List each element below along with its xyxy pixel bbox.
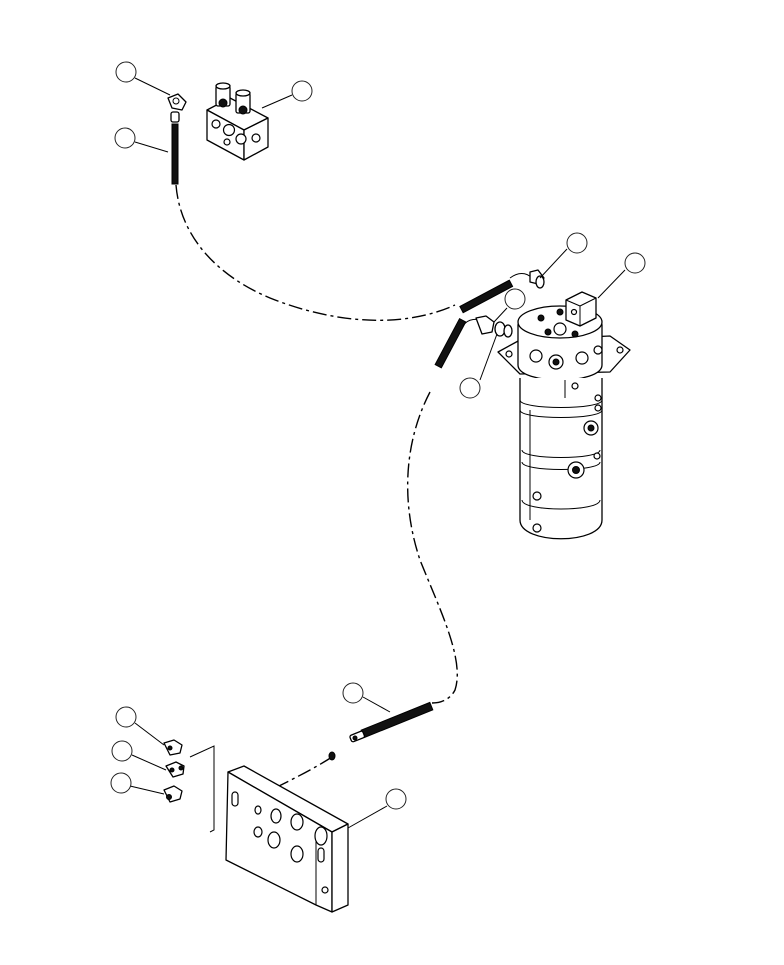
callout-6: [504, 288, 526, 310]
mounting-plate: [225, 765, 349, 913]
hose-end-upper: [170, 111, 180, 185]
callout-11: [110, 772, 132, 794]
callout-4: [566, 232, 588, 254]
callout-10: [111, 740, 133, 762]
hose-route-bracket: [276, 756, 333, 788]
fitting-3: [163, 785, 183, 803]
rotary-manifold: [497, 291, 631, 540]
elbow-fitting-upper: [167, 93, 187, 111]
hose-end-swivel: [459, 269, 545, 314]
callout-8: [342, 682, 364, 704]
callout-12: [385, 788, 407, 810]
callout-balloons: [110, 61, 646, 810]
leader-lines: [129, 77, 626, 829]
callout-2: [114, 127, 136, 149]
callout-5: [624, 252, 646, 274]
callout-9: [115, 706, 137, 728]
hose-end-lower: [349, 701, 434, 743]
fitting-1: [163, 739, 183, 756]
hose-end-swivel-lower: [434, 315, 513, 369]
hose-route-lower: [406, 391, 458, 704]
valve-block: [206, 82, 269, 161]
callout-3: [291, 80, 313, 102]
callout-7: [459, 377, 481, 399]
o-ring-lower: [328, 751, 336, 761]
mounting-reference-line: [189, 745, 215, 833]
hose-route-upper: [175, 184, 456, 321]
callout-1: [115, 61, 137, 83]
fitting-2: [165, 761, 185, 778]
